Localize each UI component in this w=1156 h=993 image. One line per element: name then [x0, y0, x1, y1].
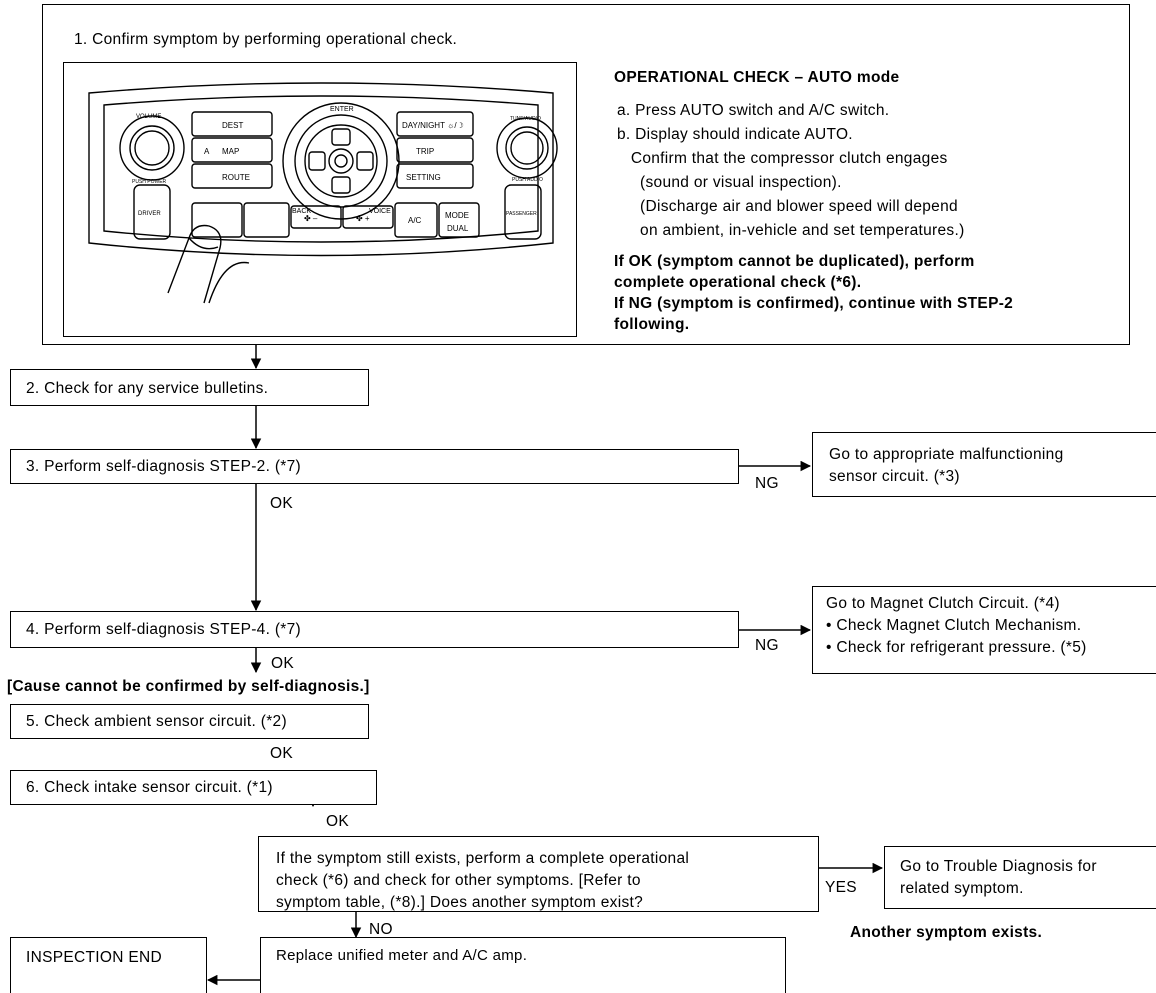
inspection-end-box: [10, 937, 207, 993]
replace-text: Replace unified meter and A/C amp.: [276, 947, 528, 964]
panel-dest-label: DEST: [222, 121, 243, 130]
yes-label: YES: [825, 879, 857, 896]
panel-setting-label: SETTING: [406, 173, 441, 182]
panel-route-label: ROUTE: [222, 173, 250, 182]
another-symptom-note: Another symptom exists.: [850, 924, 1043, 941]
panel-map-key-label: A: [204, 147, 210, 156]
step6-ok-label: OK: [326, 813, 349, 830]
op-line-b: b. Display should indicate AUTO.: [617, 126, 853, 143]
panel-back-label: BACK: [292, 208, 311, 215]
step6-text: 6. Check intake sensor circuit. (*1): [26, 779, 273, 796]
panel-ac-label: A/C: [408, 216, 422, 225]
cause-note: [Cause cannot be confirmed by self-diagn…: [7, 678, 370, 695]
step5-box: [10, 704, 369, 739]
inspection-end-text: INSPECTION END: [26, 949, 162, 966]
step3-box: [10, 449, 739, 484]
step5-ok-label: OK: [270, 745, 293, 762]
step3-ng-label: NG: [755, 475, 779, 492]
panel-mode-label: MODE: [445, 211, 469, 220]
op-ok-text: If OK (symptom cannot be duplicated), pe…: [614, 253, 975, 291]
control-panel-illustration: DEST MAP ROUTE DAY/NIGHT ☼/☽ TRIP SETTIN…: [63, 62, 577, 337]
panel-trip-label: TRIP: [416, 147, 434, 156]
panel-voice-label: VOICE: [369, 208, 391, 215]
step3-text: 3. Perform self-diagnosis STEP-2. (*7): [26, 458, 301, 475]
step4-ng-box: [812, 586, 1156, 674]
no-label: NO: [369, 921, 393, 938]
yes-target-box: [884, 846, 1156, 909]
op-line-f: on ambient, in-vehicle and set temperatu…: [617, 222, 965, 239]
panel-volume-label: VOLUME: [136, 114, 161, 120]
panel-map-label: MAP: [222, 147, 239, 156]
panel-day-night-label: DAY/NIGHT ☼/☽: [402, 121, 464, 130]
op-check-heading: OPERATIONAL CHECK – AUTO mode: [614, 69, 900, 86]
panel-push-audio-label: PUSH AUDIO: [512, 177, 543, 183]
step3-ng-box: [812, 432, 1156, 497]
control-panel-drawing: DEST MAP ROUTE DAY/NIGHT ☼/☽ TRIP SETTIN…: [88, 82, 558, 304]
step3-ok-label: OK: [270, 495, 293, 512]
panel-dual-label: DUAL: [447, 224, 469, 233]
op-line-d: (sound or visual inspection).: [617, 174, 842, 191]
op-line-a: a. Press AUTO switch and A/C switch.: [617, 102, 890, 119]
step4-text: 4. Perform self-diagnosis STEP-4. (*7): [26, 621, 301, 638]
panel-fan-plus-label: ✤ +: [356, 214, 370, 223]
step2-box: [10, 369, 369, 406]
step4-ok-label: OK: [271, 655, 294, 672]
panel-fan-minus-label: ✤ –: [304, 214, 318, 223]
step4-box: [10, 611, 739, 648]
replace-box: [260, 937, 786, 993]
step6-box: [10, 770, 377, 805]
op-line-e: (Discharge air and blower speed will dep…: [617, 198, 958, 215]
panel-driver-label: DRIVER: [138, 211, 161, 217]
panel-tune-audio-label: TUNE/AUDIO: [510, 116, 541, 122]
step1-title: 1. Confirm symptom by performing operati…: [74, 31, 458, 48]
step5-text: 5. Check ambient sensor circuit. (*2): [26, 713, 287, 730]
step4-ng-text: Go to Magnet Clutch Circuit. (*4) • Chec…: [826, 595, 1087, 656]
op-ng-text: If NG (symptom is confirmed), continue w…: [614, 295, 1014, 333]
yes-target-text: Go to Trouble Diagnosis for related symp…: [900, 858, 1097, 897]
panel-passenger-label: PASSENGER: [506, 211, 537, 217]
step4-ng-label: NG: [755, 637, 779, 654]
question-box: [258, 836, 819, 912]
step2-text: 2. Check for any service bulletins.: [26, 380, 269, 397]
question-text: If the symptom still exists, perform a c…: [276, 850, 690, 911]
panel-push-power-label: PUSH POWER: [132, 179, 167, 185]
panel-enter-label: ENTER: [330, 106, 354, 113]
step3-ng-text: Go to appropriate malfunctioning sensor …: [829, 446, 1064, 485]
op-line-c: Confirm that the compressor clutch engag…: [617, 150, 948, 167]
